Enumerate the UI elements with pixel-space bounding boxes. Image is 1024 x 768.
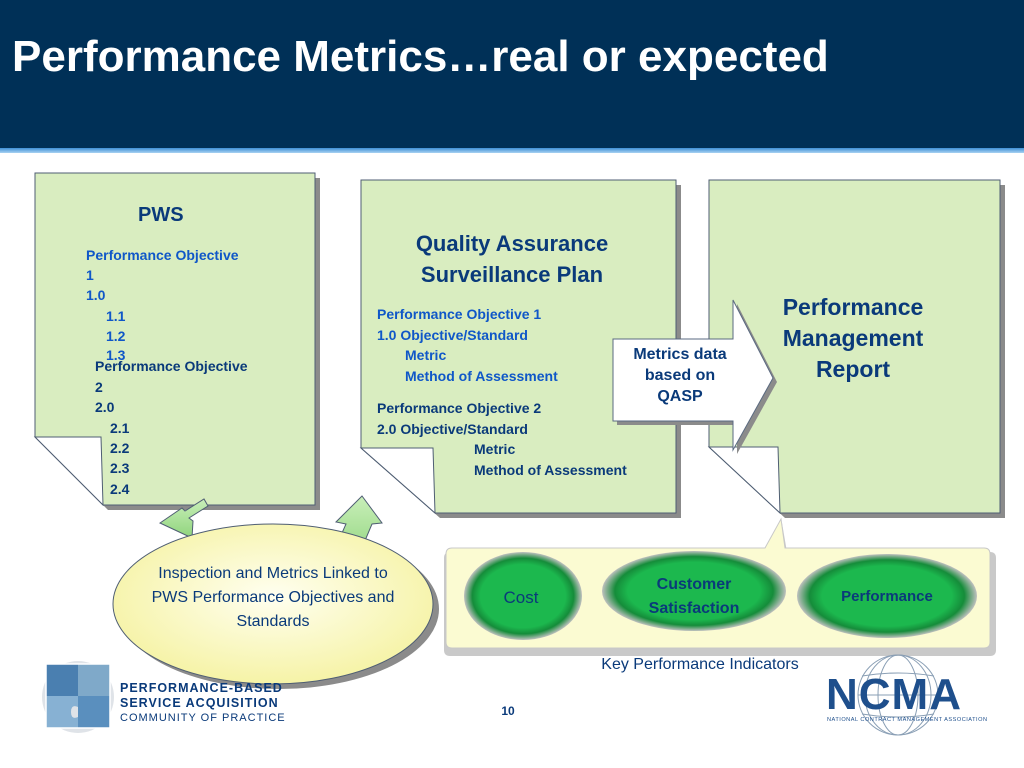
puzzle-logo-icon (42, 661, 114, 733)
kpi-oval-performance (797, 554, 977, 638)
metrics-arrow-label-line: QASP (657, 388, 703, 405)
slide-title: Performance Metrics…real or expected (12, 32, 829, 81)
qasp-objective1-line: Metric (405, 347, 447, 363)
pws-objective1-line: 1 (86, 267, 94, 283)
pws-objective2-line: 2.1 (110, 420, 130, 436)
logo-line-1: PERFORMANCE-BASED (120, 681, 283, 695)
pws-objective1-line: 1.2 (106, 328, 126, 344)
pws-objective2-line: 2 (95, 379, 103, 395)
qasp-heading-line: Quality Assurance (415, 231, 609, 256)
inspection-ellipse-text: Inspection and Metrics Linked to PWS Per… (151, 565, 395, 630)
qasp-page-fold (359, 447, 436, 515)
pmr-heading-line: Performance (782, 294, 924, 320)
up-arrow-left (158, 498, 209, 539)
qasp-page (360, 179, 677, 514)
pmr-page-fold (707, 446, 781, 515)
ncma-globe-icon (857, 654, 939, 736)
kpi-oval-customer-satisfaction (602, 551, 786, 631)
inspection-ellipse (112, 523, 434, 685)
qasp-objective1-line: 1.0 Objective/Standard (377, 327, 528, 343)
pmr-heading: Performance Management Report (752, 292, 954, 385)
kpi-performance-label: Performance (841, 588, 933, 605)
pws-page (34, 172, 316, 506)
kpi-customer-satisfaction-line: Satisfaction (648, 600, 740, 617)
kpi-customer-satisfaction-line: Customer (656, 576, 732, 593)
pws-objective2-line: 2.0 (95, 399, 115, 415)
header-accent-line (0, 148, 1024, 153)
pws-page-fold (33, 436, 104, 507)
metrics-arrow-label-line: Metrics data (633, 346, 727, 363)
pws-objective2-line: 2.2 (110, 440, 130, 456)
pmr-heading-line: Management (782, 325, 924, 351)
qasp-objective2-line: Performance Objective 2 (377, 400, 542, 416)
logo-line-3: COMMUNITY OF PRACTICE (120, 712, 286, 724)
header-bar (0, 0, 1024, 148)
qasp-objective2-line: Metric (474, 441, 516, 457)
pws-objective2-line: 2.3 (110, 460, 130, 476)
pws-objective1-line: 1.1 (106, 308, 126, 324)
page-number: 10 (501, 704, 515, 718)
ncma-wordmark: NCMA (826, 670, 962, 719)
ncma-subtitle: NATIONAL CONTRACT MANAGEMENT ASSOCIATION (827, 717, 988, 723)
metrics-arrow-label-line: based on (644, 367, 716, 384)
kpi-caption: Key Performance Indicators (601, 656, 799, 673)
metrics-arrow (612, 299, 774, 452)
pmr-heading-line: Report (815, 356, 891, 382)
pws-objective2-line: 2.4 (110, 481, 130, 497)
pws-objective1-line: Performance Objective (86, 247, 239, 263)
qasp-heading: Quality Assurance Surveillance Plan (400, 228, 624, 290)
qasp-objective2-line: 2.0 Objective/Standard (377, 421, 528, 437)
pws-heading: PWS (138, 204, 184, 226)
kpi-customer-satisfaction-label: Customer Satisfaction (612, 573, 776, 621)
qasp-objective1-line: Performance Objective 1 (377, 306, 542, 322)
metrics-arrow-label: Metrics data based on QASP (616, 344, 744, 407)
qasp-heading-line: Surveillance Plan (420, 262, 604, 287)
qasp-objective1-line: Method of Assessment (405, 368, 558, 384)
kpi-oval-cost (464, 552, 582, 640)
kpi-cost-label: Cost (503, 588, 539, 607)
qasp-objective2-line: Method of Assessment (474, 462, 627, 478)
logo-line-2: SERVICE ACQUISITION (120, 696, 279, 710)
pws-objective1-line: 1.3 (106, 347, 126, 363)
pws-objective1-line: 1.0 (86, 287, 106, 303)
pws-objective2-line: Performance Objective (95, 358, 248, 374)
